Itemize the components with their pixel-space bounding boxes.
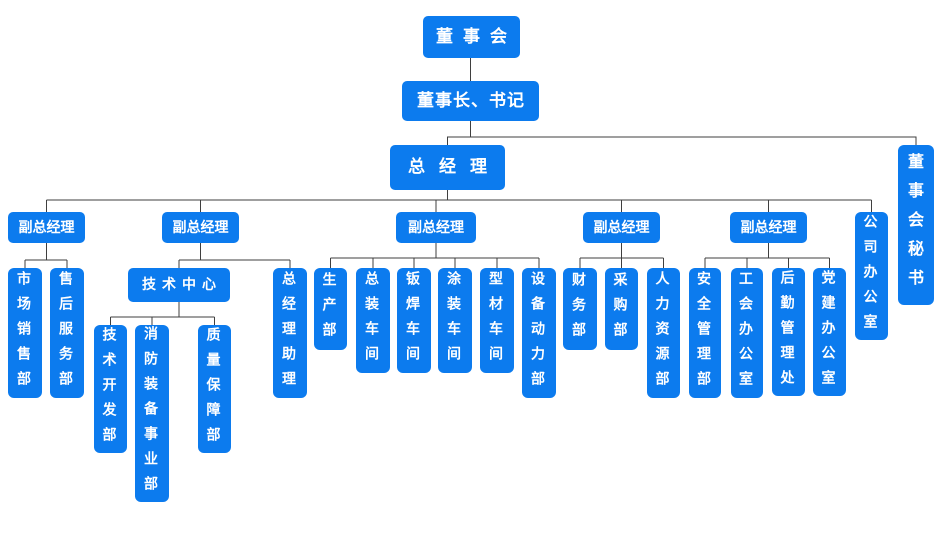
org-node-marketing-sales: 市场销售部 bbox=[8, 268, 42, 398]
org-node-board: 董事会 bbox=[423, 16, 520, 58]
org-node-procurement: 采购部 bbox=[605, 268, 638, 350]
org-node-vp2: 副总经理 bbox=[162, 212, 239, 243]
org-node-vp1: 副总经理 bbox=[8, 212, 85, 243]
org-node-tech-center: 技术中心 bbox=[128, 268, 230, 302]
org-node-vp3: 副总经理 bbox=[396, 212, 476, 243]
org-node-finance: 财务部 bbox=[563, 268, 597, 350]
org-node-gm-assistant: 总经理助理 bbox=[273, 268, 307, 398]
org-node-final-assembly-workshop: 总装车间 bbox=[356, 268, 390, 373]
org-node-painting-workshop: 涂装车间 bbox=[438, 268, 472, 373]
org-node-equipment-power: 设备动力部 bbox=[522, 268, 556, 398]
org-node-sheet-welding-workshop: 钣焊车间 bbox=[397, 268, 431, 373]
org-node-fire-equipment-division: 消防装备事业部 bbox=[135, 325, 169, 502]
org-node-quality-assurance: 质量保障部 bbox=[198, 325, 231, 453]
org-node-human-resources: 人力资源部 bbox=[647, 268, 680, 398]
org-node-vp5: 副总经理 bbox=[730, 212, 807, 243]
org-node-profile-workshop: 型材车间 bbox=[480, 268, 514, 373]
org-node-chairman: 董事长、书记 bbox=[402, 81, 539, 121]
org-node-production: 生产部 bbox=[314, 268, 347, 350]
org-node-general-manager: 总经理 bbox=[390, 145, 505, 190]
org-node-vp4: 副总经理 bbox=[583, 212, 660, 243]
org-node-logistics-management: 后勤管理处 bbox=[772, 268, 805, 396]
org-node-union-office: 工会办公室 bbox=[731, 268, 763, 398]
org-node-party-building-office: 党建办公室 bbox=[813, 268, 846, 396]
org-node-tech-development: 技术开发部 bbox=[94, 325, 127, 453]
org-node-after-sales-service: 售后服务部 bbox=[50, 268, 84, 398]
org-node-safety-management: 安全管理部 bbox=[689, 268, 721, 398]
org-node-board-secretary: 董事会秘书 bbox=[898, 145, 934, 305]
org-node-company-office: 公司办公室 bbox=[855, 212, 888, 340]
